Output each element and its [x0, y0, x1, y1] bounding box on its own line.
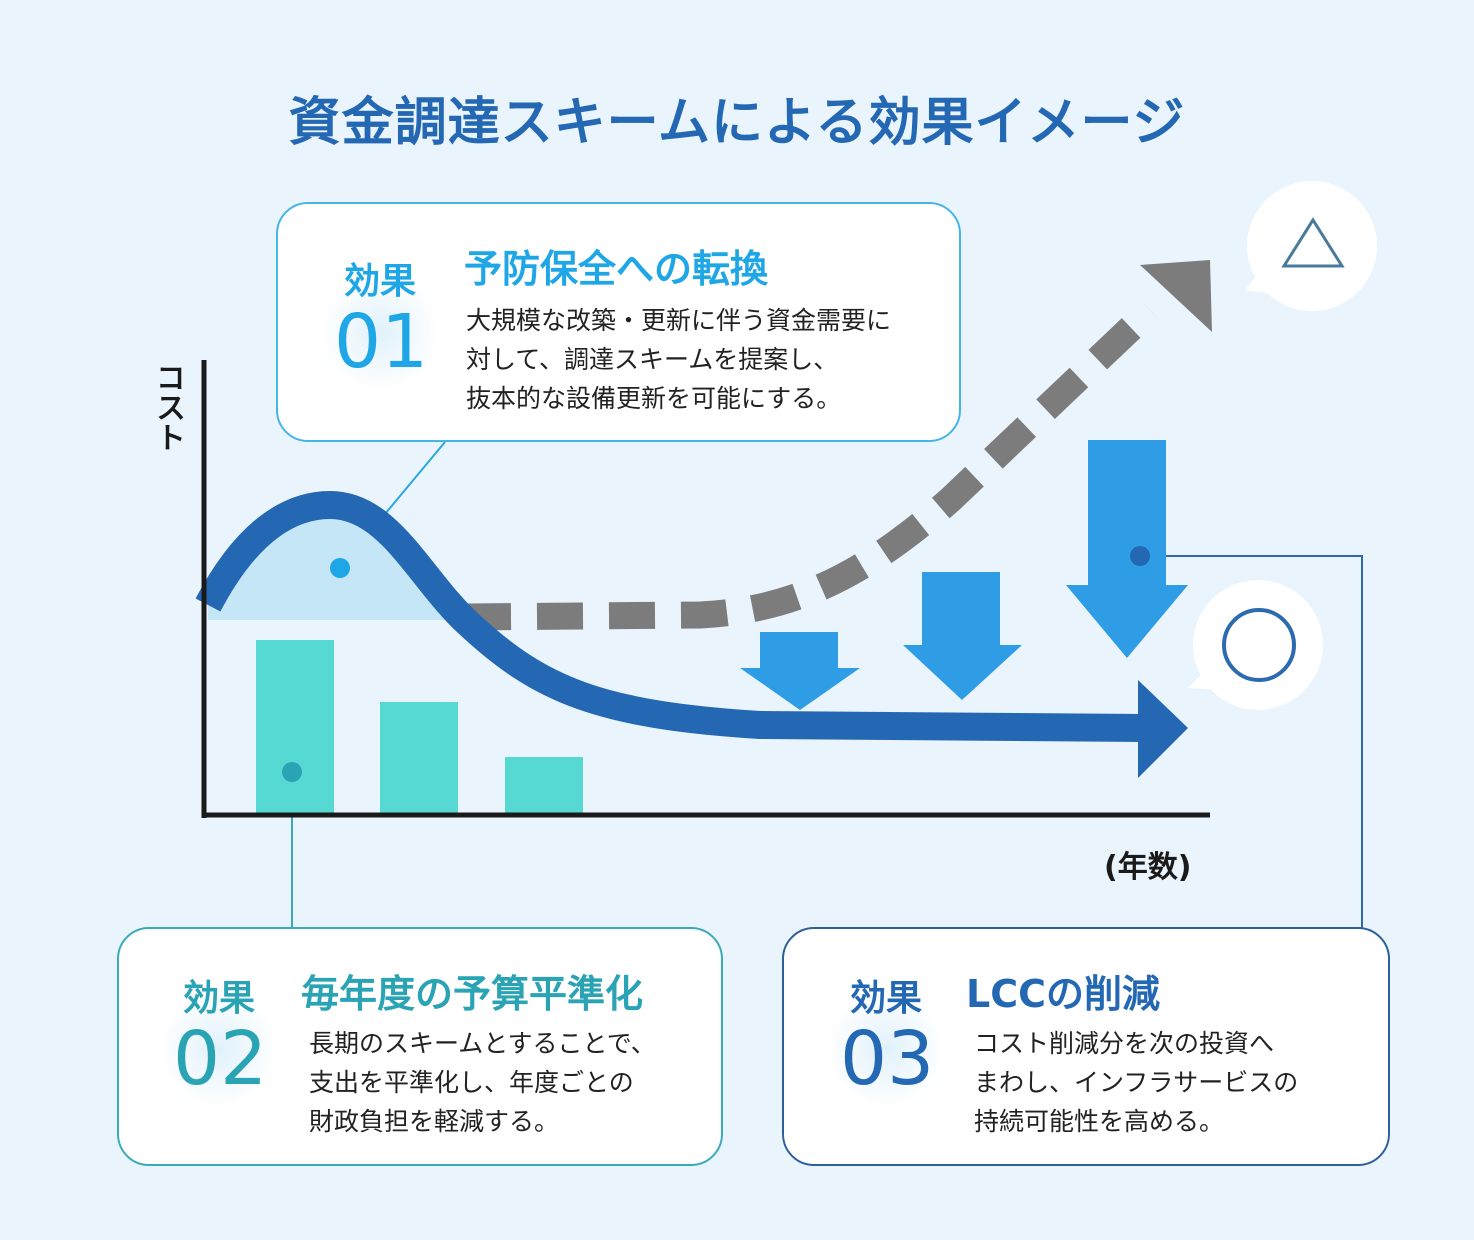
- x-axis-label: (年数): [1104, 850, 1192, 885]
- description-line: 長期のスキームとすることで、: [309, 1029, 656, 1058]
- description-line: 支出を平準化し、年度ごとの: [309, 1068, 634, 1097]
- effect-label: 効果: [849, 978, 922, 1019]
- down-arrow-2: [903, 572, 1022, 700]
- circle-icon: [1222, 608, 1296, 682]
- effect-label: 効果: [343, 261, 416, 302]
- description-line: 持続可能性を高める。: [974, 1107, 1225, 1136]
- effect-01-badge: 効果 01: [320, 261, 440, 392]
- dashed-arrow-head: [1140, 260, 1212, 332]
- down-arrow-3: [1066, 440, 1188, 658]
- description-line: コスト削減分を次の投資へ: [974, 1029, 1275, 1058]
- effect-03-card: 効果 03 LCCの削減 コスト削減分を次の投資へ まわし、インフラサービスの …: [782, 927, 1390, 1166]
- description-line: 大規模な改築・更新に伴う資金需要に: [466, 306, 892, 335]
- effect-01-card: 効果 01 予防保全への転換 大規模な改築・更新に伴う資金需要に 対して、調達ス…: [276, 202, 961, 442]
- effect-description: コスト削減分を次の投資へ まわし、インフラサービスの 持続可能性を高める。: [974, 1024, 1298, 1141]
- triangle-icon: [1281, 217, 1345, 268]
- triangle-bubble: [1245, 181, 1377, 311]
- page-title: 資金調達スキームによる効果イメージ: [288, 93, 1186, 153]
- point-dot-01: [330, 558, 350, 578]
- budget-bar-3: [505, 757, 583, 815]
- effect-02-card: 効果 02 毎年度の予算平準化 長期のスキームとすることで、 支出を平準化し、年…: [117, 927, 723, 1166]
- effect-description: 長期のスキームとすることで、 支出を平準化し、年度ごとの 財政負担を軽減する。: [309, 1024, 656, 1141]
- budget-bar-2: [380, 702, 458, 815]
- effect-number: 03: [840, 1016, 935, 1102]
- description-line: 対して、調達スキームを提案し、: [466, 345, 839, 374]
- effect-heading: 予防保全への転換: [464, 247, 769, 291]
- effect-label: 効果: [182, 978, 255, 1019]
- point-dot-03: [1130, 546, 1150, 566]
- effect-heading: 毎年度の予算平準化: [301, 972, 644, 1016]
- description-line: 抜本的な設備更新を可能にする。: [466, 384, 842, 413]
- effect-number: 01: [334, 299, 429, 385]
- effect-description: 大規模な改築・更新に伴う資金需要に 対して、調達スキームを提案し、 抜本的な設備…: [466, 301, 891, 418]
- effect-heading: LCCの削減: [966, 972, 1160, 1016]
- y-axis-label: コスト: [150, 362, 185, 452]
- effect-03-badge: 効果 03: [826, 978, 946, 1109]
- connector-effect-03: [1140, 555, 1363, 928]
- effect-02-badge: 効果 02: [159, 978, 279, 1109]
- circle-bubble: [1188, 580, 1323, 710]
- solid-arrow-head: [1138, 680, 1188, 778]
- down-arrow-1: [740, 632, 860, 710]
- dashed-cost-curve: [464, 300, 1160, 631]
- effect-number: 02: [173, 1016, 268, 1102]
- point-dot-02: [282, 762, 302, 782]
- description-line: 財政負担を軽減する。: [309, 1107, 560, 1136]
- solid-cost-curve: [195, 490, 1146, 742]
- budget-bar-1: [256, 640, 334, 815]
- description-line: まわし、インフラサービスの: [974, 1068, 1299, 1097]
